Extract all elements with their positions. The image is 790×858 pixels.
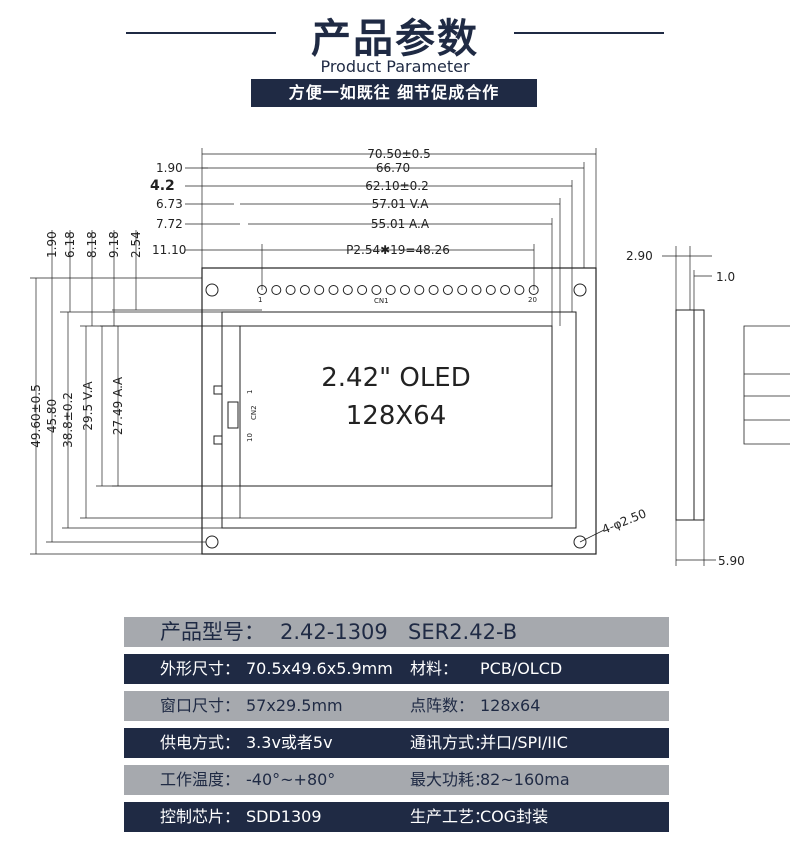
- spec-row: 产品型号： 2.42-1309 SER2.42-B: [124, 617, 669, 647]
- spec-value: SER2.42-B: [408, 620, 518, 644]
- spec-row: 供电方式： 3.3v或者5v 通讯方式：并口/SPI/IIC: [124, 728, 669, 758]
- pin-icon: [328, 285, 339, 295]
- spec-label: 点阵数：: [410, 696, 475, 715]
- spec-row: 外形尺寸： 70.5x49.6x5.9mm 材料： PCB/OLCD: [124, 654, 669, 684]
- display-model-text: 2.42" OLED: [321, 363, 471, 393]
- dim-pin-pitch: P2.54✱19=48.26: [346, 243, 450, 257]
- spec-value: 82~160ma: [480, 770, 570, 789]
- pin-icon: [385, 285, 396, 295]
- dim-vert-3: 8.18: [85, 231, 99, 258]
- spec-value: 并口/SPI/IIC: [480, 733, 568, 752]
- spec-value: 70.5x49.6x5.9mm: [246, 659, 393, 678]
- pin-icon: [485, 285, 496, 295]
- side-view: [675, 309, 695, 521]
- dim-vert-2: 6.18: [63, 231, 77, 258]
- dim-left-4: 7.72: [156, 217, 183, 231]
- viewing-area: [239, 325, 553, 487]
- mount-hole-icon: [205, 535, 219, 549]
- pin-icon: [314, 285, 325, 295]
- spec-value: -40°~+80°: [246, 770, 336, 789]
- pin-icon: [285, 285, 296, 295]
- mount-hole-icon: [205, 283, 219, 297]
- pin-icon: [371, 285, 382, 295]
- cn2-pin10-label: 10: [246, 433, 254, 442]
- mount-hole-icon: [573, 283, 587, 297]
- side-dim-total: 5.90: [718, 554, 745, 568]
- spec-label: 通讯方式：: [410, 733, 491, 752]
- dim-hole-spacing: 66.70: [376, 161, 410, 175]
- spec-row: 工作温度： -40°~+80° 最大功耗：82~160ma: [124, 765, 669, 795]
- dim-va-width: 57.01 V.A: [372, 197, 430, 211]
- spec-label: 窗口尺寸：: [160, 696, 241, 715]
- spec-value: 3.3v或者5v: [246, 733, 333, 752]
- spec-row: 控制芯片： SDD1309 生产工艺：COG封装: [124, 802, 669, 832]
- spec-label: 工作温度：: [160, 770, 241, 789]
- header: 产品参数 Product Parameter 方便一如既往 细节促成合作: [0, 0, 790, 110]
- dim-left-2: 4.2: [150, 178, 175, 194]
- pin-first-label: 1: [258, 296, 262, 304]
- spec-value: COG封装: [480, 807, 549, 826]
- pin-icon: [357, 285, 368, 295]
- pin-icon: [457, 285, 468, 295]
- mount-hole-icon: [573, 535, 587, 549]
- spec-label: 材料：: [410, 659, 459, 678]
- page-title: 产品参数: [311, 16, 479, 62]
- dim-left-5: 11.10: [152, 243, 186, 257]
- dim-glass-height: 38.8±0.2: [61, 392, 75, 448]
- dim-glass-width: 62.10±0.2: [365, 179, 429, 193]
- dim-hole-vspacing: 45.80: [45, 399, 59, 433]
- pin-icon: [271, 285, 282, 295]
- spec-value: 57x29.5mm: [246, 696, 343, 715]
- glass-outline: [221, 311, 577, 529]
- pin-icon: [442, 285, 453, 295]
- dim-vert-1: 1.90: [45, 231, 59, 258]
- dim-va-height: 29.5 V.A: [81, 381, 95, 431]
- pin-header: [257, 285, 539, 295]
- dim-left-1: 1.90: [156, 161, 183, 175]
- side-dim-thickness: 2.90: [626, 249, 653, 263]
- cn2-label: CN2: [250, 405, 258, 420]
- dim-aa-width: 55.01 A.A: [371, 217, 430, 231]
- spec-label: 产品型号：: [160, 620, 265, 644]
- spec-label: 供电方式：: [160, 733, 241, 752]
- dim-height-overall: 49.60±0.5: [29, 384, 43, 448]
- pin-icon: [471, 285, 482, 295]
- spec-label: 最大功耗：: [410, 770, 491, 789]
- spec-label: 生产工艺：: [410, 807, 491, 826]
- pcb-outline: [201, 267, 597, 555]
- spec-value: PCB/OLCD: [480, 659, 563, 678]
- slogan-banner: 方便一如既往 细节促成合作: [251, 79, 537, 107]
- title-rule-right: [514, 32, 664, 34]
- display-resolution-text: 128X64: [346, 401, 447, 431]
- cn2-pin1-label: 1: [246, 390, 254, 394]
- title-rule-left: [126, 32, 276, 34]
- pin-icon: [514, 285, 525, 295]
- pin-last-label: 20: [528, 296, 537, 304]
- dim-aa-height: 27.49 A.A: [111, 376, 125, 435]
- dim-left-3: 6.73: [156, 197, 183, 211]
- mechanical-drawing: 1 20 CN1 CN2 1 10 2.42" OLED 128X64: [0, 130, 790, 590]
- page-subtitle: Product Parameter: [320, 57, 470, 76]
- pin-icon: [428, 285, 439, 295]
- dim-vert-4: 9.18: [107, 231, 121, 258]
- cn1-label: CN1: [374, 297, 389, 305]
- spec-value: 128x64: [480, 696, 541, 715]
- pin-icon: [299, 285, 310, 295]
- pin-icon: [400, 285, 410, 295]
- pin-icon: [500, 285, 511, 295]
- spec-value: SDD1309: [246, 807, 322, 826]
- dim-width-overall: 70.50±0.5: [367, 147, 431, 161]
- spec-label: 控制芯片：: [160, 807, 241, 826]
- dim-vert-5: 2.54: [129, 231, 143, 258]
- hole-callout: 4-φ2.50: [600, 506, 648, 536]
- spec-label: 外形尺寸：: [160, 659, 241, 678]
- spec-value: 2.42-1309: [280, 620, 388, 644]
- spec-row: 窗口尺寸： 57x29.5mm 点阵数： 128x64: [124, 691, 669, 721]
- pin-icon: [342, 285, 353, 295]
- pin-icon: [414, 285, 425, 295]
- side-dim-glass: 1.0: [716, 270, 735, 284]
